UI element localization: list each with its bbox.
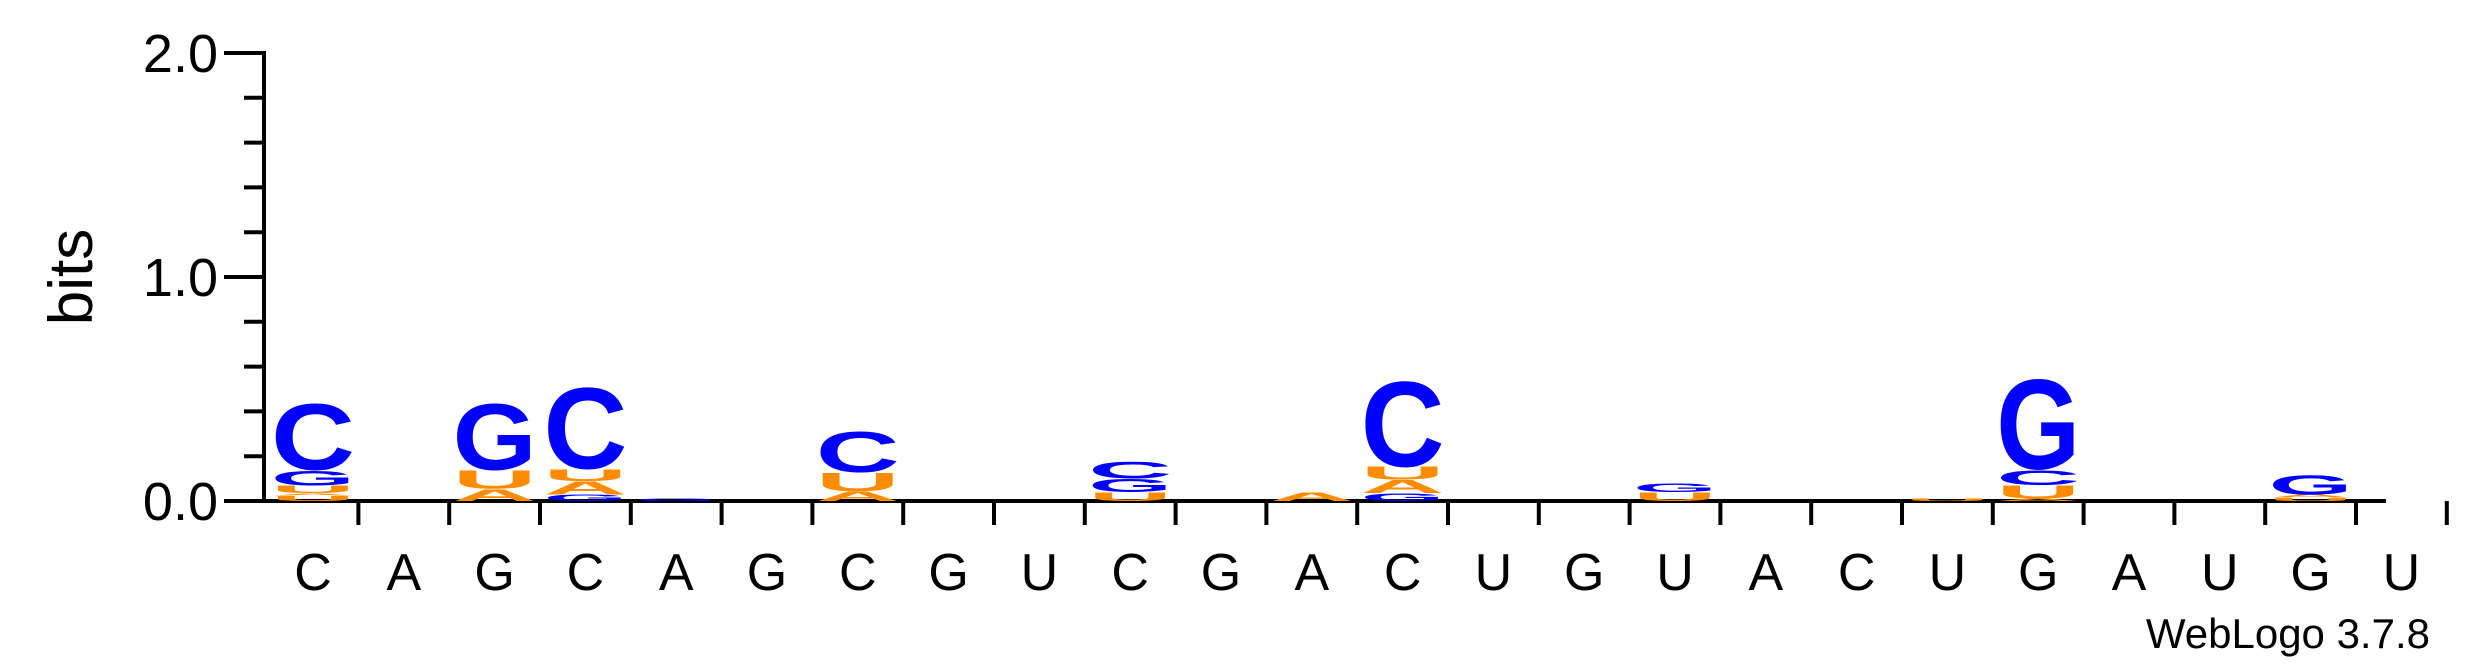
logo-letter-G: G xyxy=(543,493,627,503)
logo-letter-A: A xyxy=(1270,490,1354,504)
logo-letter-A: A xyxy=(453,486,537,505)
logo-letter-C: C xyxy=(1996,465,2080,489)
weblogo-credit: WebLogo 3.7.8 xyxy=(2146,610,2430,657)
logo-letter-U: U xyxy=(1905,498,1989,502)
x-tick-label: A xyxy=(2112,544,2147,602)
x-tick-label: G xyxy=(1564,544,1604,602)
x-tick-label: A xyxy=(1294,544,1329,602)
x-tick-label: A xyxy=(659,544,694,602)
x-tick-label: A xyxy=(1748,544,1783,602)
logo-letter-U: U xyxy=(1633,490,1717,504)
logo-letter-A: A xyxy=(271,493,355,496)
logo-letter-C: C xyxy=(543,364,627,494)
logo-letter-U: U xyxy=(816,468,900,497)
x-tick-label: G xyxy=(1201,544,1241,602)
logo-letter-G: G xyxy=(271,466,355,490)
logo-letter-C: C xyxy=(1088,457,1172,484)
logo-letter-G: G xyxy=(1633,481,1717,495)
x-tick-label: G xyxy=(2290,544,2330,602)
logo-letter-G: G xyxy=(1361,492,1445,504)
logo-letter-U: U xyxy=(1996,482,2080,502)
logo-letter-U: U xyxy=(271,494,355,503)
x-tick-label: U xyxy=(1656,544,1694,602)
x-tick-label: C xyxy=(294,544,332,602)
x-tick-label: G xyxy=(928,544,968,602)
x-tick-label: C xyxy=(839,544,877,602)
logo-letter-A: A xyxy=(2269,494,2353,499)
x-tick-label: G xyxy=(747,544,787,602)
y-axis: 0.0 1.0 2.0 xyxy=(143,24,266,532)
logo-letter-G: G xyxy=(634,498,718,502)
x-tick-label: U xyxy=(1929,544,1967,602)
logo-letter-G: G xyxy=(1996,355,2080,498)
y-axis-label: bits xyxy=(37,229,106,325)
logo-letter-A: A xyxy=(543,478,627,498)
logo-letter-A: A xyxy=(1996,498,2080,502)
logo-letter-A: A xyxy=(816,489,900,504)
y-tick-label: 2.0 xyxy=(143,24,218,84)
x-tick-label: C xyxy=(1111,544,1149,602)
x-tick-label: C xyxy=(567,544,605,602)
x-tick-label: G xyxy=(474,544,514,602)
x-tick-label: U xyxy=(2201,544,2239,602)
x-tick-label: A xyxy=(386,544,421,602)
logo-letter-U: U xyxy=(2269,497,2353,502)
x-tick-label: G xyxy=(2018,544,2058,602)
x-tick-label: C xyxy=(1838,544,1876,602)
logo-letter-G: G xyxy=(1088,476,1172,496)
x-tick-label: U xyxy=(1021,544,1059,602)
y-tick-label: 0.0 xyxy=(143,472,218,532)
logo-letter-G: G xyxy=(453,385,537,490)
logo-letter-U: U xyxy=(271,483,355,495)
logo-letter-C: C xyxy=(1361,357,1445,493)
x-tick-label: U xyxy=(1475,544,1513,602)
x-tick-label: U xyxy=(2383,544,2421,602)
y-tick-label: 1.0 xyxy=(143,248,218,308)
logo-letter-G: G xyxy=(2269,470,2353,501)
logo-letter-U: U xyxy=(453,465,537,494)
x-tick-label: C xyxy=(1384,544,1422,602)
logo-letter-A: A xyxy=(1361,477,1445,497)
logo-letter-C: C xyxy=(816,420,900,484)
logo-letter-U: U xyxy=(543,466,627,485)
logo-letter-U: U xyxy=(1361,463,1445,483)
logo-letter-U: U xyxy=(1088,490,1172,504)
logo-letter-C: C xyxy=(271,385,355,490)
